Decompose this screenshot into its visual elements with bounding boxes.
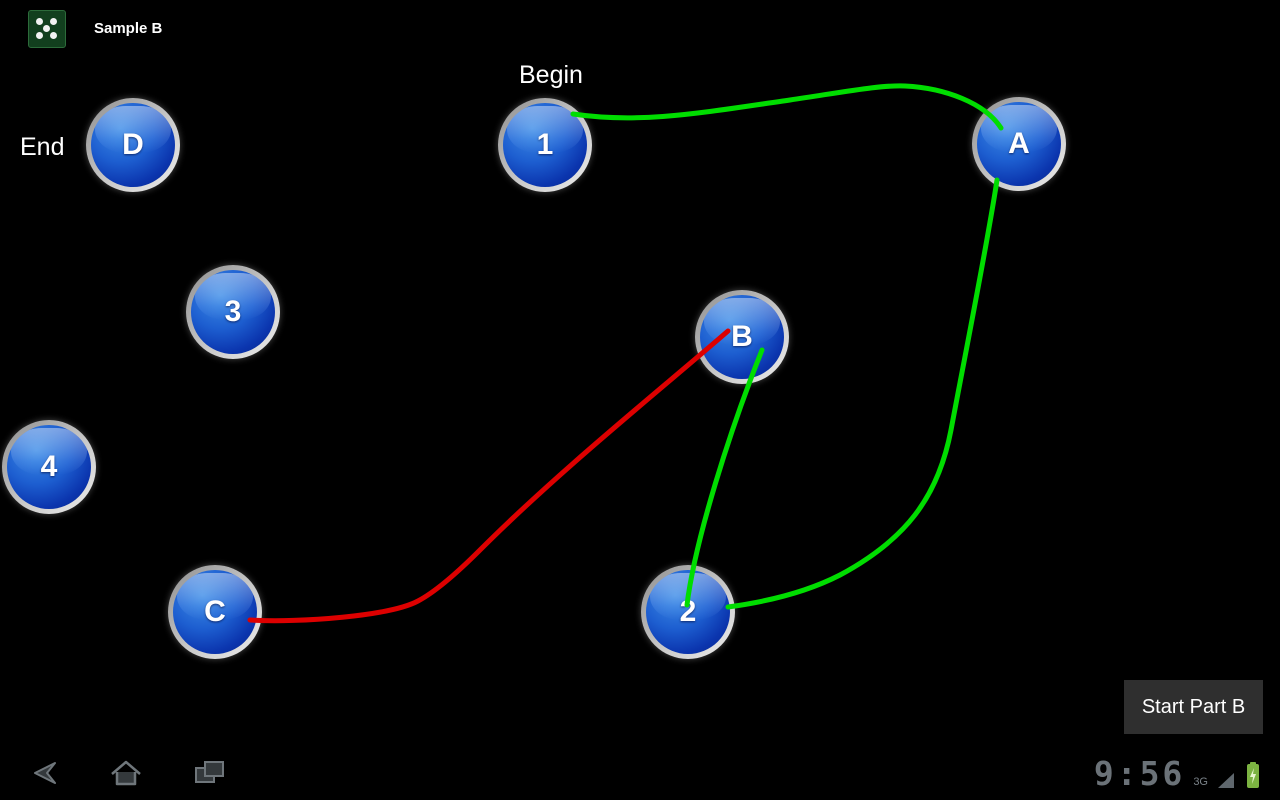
app-title: Sample B	[94, 20, 163, 37]
icon-dot	[36, 32, 43, 39]
node-gloss-highlight	[11, 427, 87, 475]
trail-node-face: C	[173, 570, 257, 654]
trail-node-label: 4	[40, 450, 58, 483]
trail-node-face: 2	[646, 570, 730, 654]
back-icon	[34, 762, 56, 784]
node-gloss-highlight	[195, 272, 271, 320]
trail-node-face: B	[700, 295, 784, 379]
battery-charging-icon	[1247, 761, 1259, 788]
clock: 9:56	[1093, 753, 1186, 793]
trail-node-4[interactable]: 4	[2, 420, 96, 514]
recent-apps-button[interactable]	[190, 757, 230, 789]
trail-node-1[interactable]: 1	[498, 98, 592, 192]
system-nav-buttons	[14, 757, 230, 789]
dice-app-icon	[28, 10, 66, 48]
icon-dot	[36, 18, 43, 25]
trail-node-label: 2	[679, 595, 697, 628]
trail-node-D[interactable]: D	[86, 98, 180, 192]
node-gloss-highlight	[177, 572, 253, 620]
home-button[interactable]	[106, 757, 146, 789]
trail-node-face: 1	[503, 103, 587, 187]
back-button[interactable]	[22, 757, 62, 789]
trail-node-A[interactable]: A	[972, 97, 1066, 191]
home-icon	[111, 760, 141, 786]
icon-dot	[50, 18, 57, 25]
trail-line-1-A	[570, 83, 1004, 131]
network-type-label: 3G	[1193, 775, 1208, 788]
node-gloss-highlight	[95, 105, 171, 153]
trail-node-label: B	[731, 320, 753, 353]
status-area[interactable]: 9:56 3G	[1094, 757, 1266, 790]
system-bar: 9:56 3G	[0, 746, 1280, 800]
trail-node-face: D	[91, 103, 175, 187]
trail-node-label: C	[204, 595, 226, 628]
trail-node-label: A	[1008, 127, 1030, 160]
recent-apps-icon	[195, 761, 224, 783]
trail-node-label: 1	[536, 128, 554, 161]
trail-node-3[interactable]: 3	[186, 265, 280, 359]
end-label: End	[20, 133, 65, 161]
trail-node-face: 4	[7, 425, 91, 509]
trail-node-face: A	[977, 102, 1061, 186]
trail-node-label: D	[122, 128, 144, 161]
action-bar: Sample B	[0, 0, 1280, 57]
icon-dot	[43, 25, 50, 32]
trail-node-B[interactable]: B	[695, 290, 789, 384]
start-part-b-button[interactable]: Start Part B	[1124, 680, 1263, 734]
icon-dot	[50, 32, 57, 39]
signal-strength-icon	[1218, 772, 1234, 788]
node-gloss-highlight	[507, 105, 583, 153]
trail-node-label: 3	[224, 295, 242, 328]
trail-node-C[interactable]: C	[168, 565, 262, 659]
trail-line-A-2	[725, 177, 1000, 610]
trail-node-face: 3	[191, 270, 275, 354]
begin-label: Begin	[519, 61, 583, 89]
trail-node-2[interactable]: 2	[641, 565, 735, 659]
